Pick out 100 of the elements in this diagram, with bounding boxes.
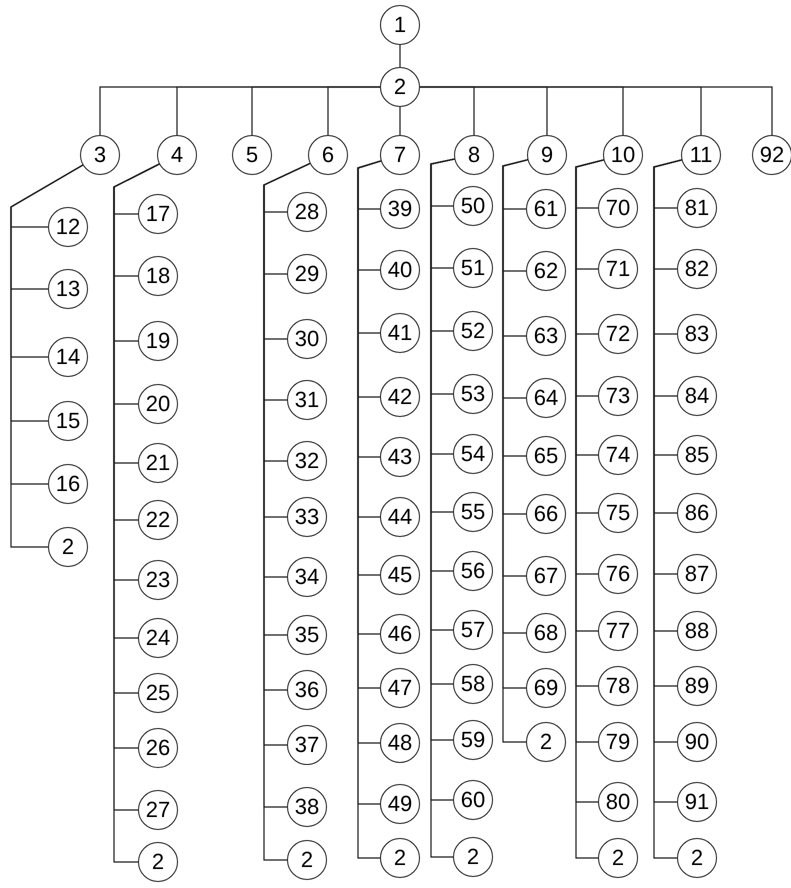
number-circle: 7 [380,135,420,175]
number-circle: 18 [138,256,178,296]
number-circle: 72 [598,314,638,354]
number-circle: 43 [380,437,420,477]
number-circle: 50 [453,186,493,226]
number-circle: 54 [453,434,493,474]
number-circle: 62 [526,251,566,291]
number-circle: 60 [453,780,493,820]
number-circle: 40 [380,250,420,290]
number-circle: 85 [677,435,717,475]
number-circle: 22 [138,500,178,540]
number-circle: 69 [526,668,566,708]
number-circle: 28 [287,192,327,232]
number-circle: 25 [138,673,178,713]
number-circle: 9 [527,135,567,175]
number-circle: 8 [454,135,494,175]
number-circle: 2 [526,722,566,762]
number-circle: 39 [380,189,420,229]
number-circle: 2 [380,67,420,107]
number-circle: 64 [526,378,566,418]
number-circle: 4 [157,135,197,175]
number-circle: 35 [287,615,327,655]
connector-line [327,86,380,135]
number-circle: 2 [138,842,178,882]
number-circle: 16 [48,464,88,504]
number-circle: 27 [138,790,178,830]
number-circle: 68 [526,613,566,653]
number-circle: 38 [287,787,327,827]
number-circle: 17 [138,194,178,234]
number-circle: 45 [380,555,420,595]
number-circle: 36 [287,670,327,710]
number-circle: 66 [526,494,566,534]
number-circle: 2 [677,838,717,878]
number-circle: 42 [380,377,420,417]
number-circle: 11 [681,135,721,175]
number-circle: 83 [677,314,717,354]
number-circle: 65 [526,436,566,476]
number-circle: 89 [677,666,717,706]
number-circle: 73 [598,376,638,416]
number-circle: 26 [138,728,178,768]
number-circle: 2 [598,838,638,878]
number-circle: 67 [526,556,566,596]
number-circle: 86 [677,493,717,533]
number-circle: 32 [287,441,327,481]
number-circle: 63 [526,316,566,356]
number-circle: 10 [603,135,643,175]
number-circle: 46 [380,614,420,654]
number-circle: 79 [598,722,638,762]
number-circle: 23 [138,560,178,600]
number-circle: 15 [48,401,88,441]
number-circle: 56 [453,551,493,591]
number-circle: 19 [138,321,178,361]
number-circle: 81 [677,188,717,228]
number-circle: 52 [453,311,493,351]
number-circle: 44 [380,497,420,537]
number-circle: 55 [453,492,493,532]
number-circle: 20 [138,384,178,424]
number-circle: 92 [752,135,791,175]
number-circle: 2 [380,838,420,878]
number-circle: 12 [48,207,88,247]
number-circle: 2 [48,527,88,567]
number-circle: 48 [380,723,420,763]
number-circle: 82 [677,249,717,289]
number-circle: 13 [48,269,88,309]
connector-line [399,107,401,135]
number-circle: 29 [287,254,327,294]
number-circle: 71 [598,249,638,289]
number-circle: 80 [598,782,638,822]
number-circle: 14 [48,337,88,377]
number-circle: 3 [80,135,120,175]
number-circle: 75 [598,493,638,533]
number-circle: 33 [287,497,327,537]
number-circle: 57 [453,610,493,650]
number-circle: 76 [598,554,638,594]
number-circle: 49 [380,784,420,824]
number-circle: 2 [453,837,493,877]
number-circle: 88 [677,611,717,651]
number-circle: 1 [380,5,420,45]
connector-line [399,45,401,67]
connector-line [420,86,773,135]
number-circle: 77 [598,611,638,651]
number-circle: 41 [380,313,420,353]
number-circle: 53 [453,374,493,414]
number-circle: 2 [287,840,327,880]
number-circle: 90 [677,722,717,762]
number-circle: 70 [598,188,638,228]
number-circle: 34 [287,557,327,597]
number-circle: 84 [677,376,717,416]
number-circle: 61 [526,189,566,229]
number-circle: 58 [453,664,493,704]
number-circle: 51 [453,248,493,288]
number-circle: 30 [287,319,327,359]
number-circle: 6 [308,135,348,175]
number-circle: 24 [138,618,178,658]
number-circle: 31 [287,380,327,420]
number-circle: 5 [232,135,272,175]
number-circle: 37 [287,725,327,765]
number-circle: 59 [453,720,493,760]
number-circle: 87 [677,554,717,594]
connector-line [10,164,84,548]
